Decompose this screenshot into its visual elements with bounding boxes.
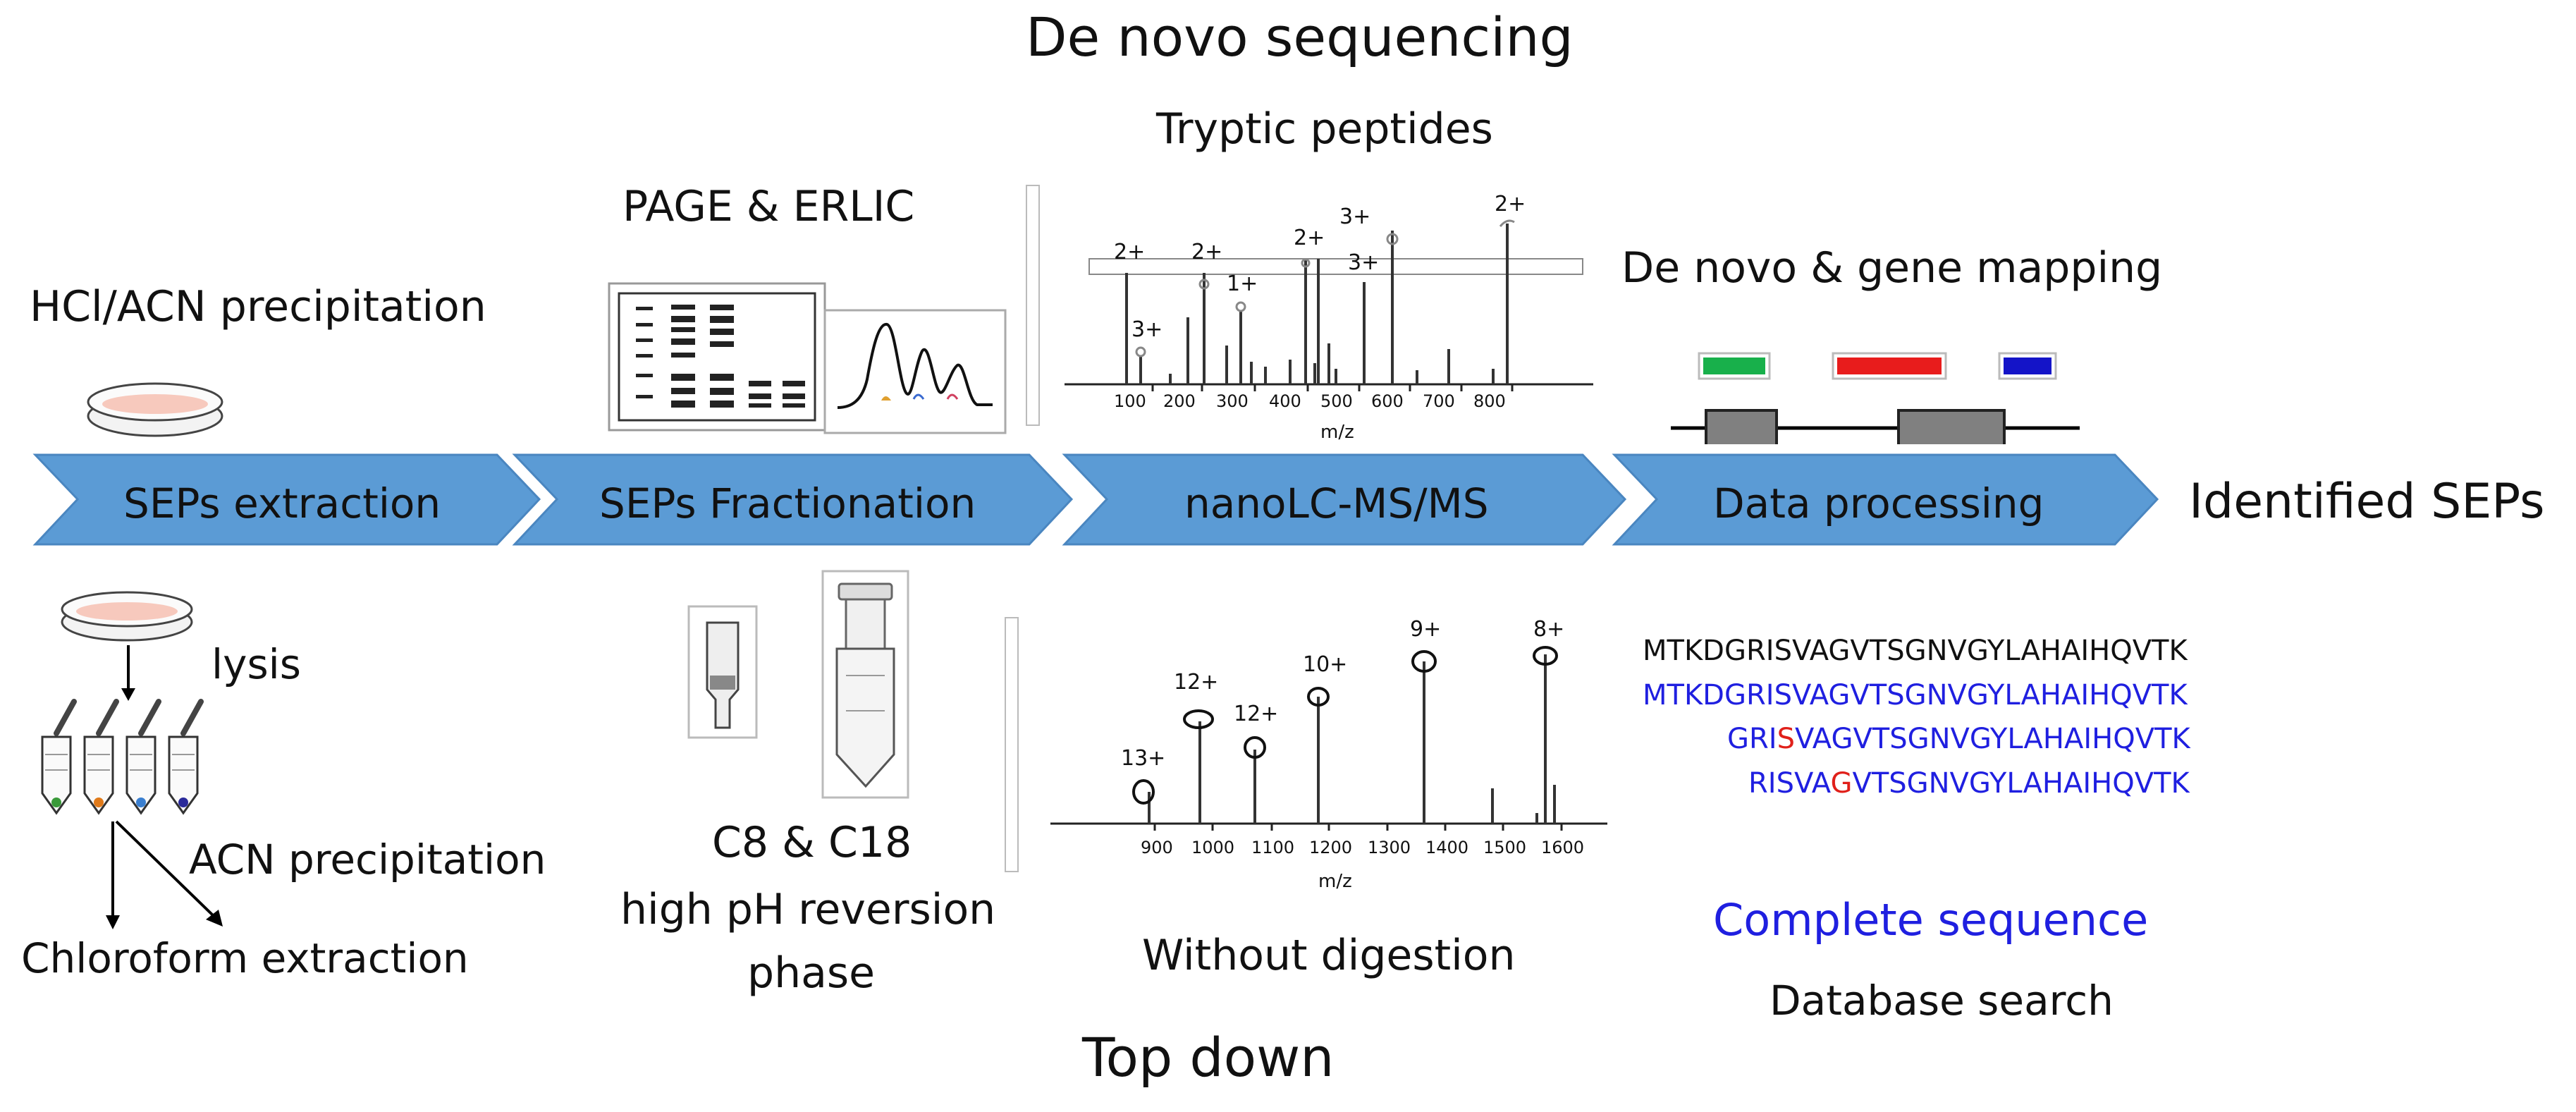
topdown-peak-label: 13+ (1121, 746, 1166, 771)
tryptic-xtick: 600 (1371, 391, 1404, 411)
stage-arrow-nanolc (1062, 453, 1627, 546)
tryptic-xtick: 100 (1114, 391, 1146, 411)
petri-dish-icon (87, 382, 223, 437)
tryptic-peak-label: 2+ (1294, 226, 1325, 250)
topdown-peak-label: 9+ (1410, 617, 1442, 642)
stage-arrow-fractionation (512, 453, 1074, 546)
gene-mapping-icon (1671, 352, 2080, 444)
gel-image-icon (608, 282, 826, 432)
topdown-xtick: 1500 (1483, 838, 1527, 857)
hcl-acn-label: HCl/ACN precipitation (30, 282, 486, 331)
without-digestion-label: Without digestion (1142, 931, 1516, 980)
topdown-peak-label: 10+ (1303, 652, 1348, 677)
sequence-match-1: MTKDGRISVAGVTSGNVGYLAHAIHQVTK (1643, 679, 2188, 711)
tryptic-xtick: 700 (1423, 391, 1455, 411)
sequence-fragment: GRI (1727, 723, 1777, 755)
topdown-xtick: 1600 (1541, 838, 1585, 857)
output-label: Identified SEPs (2189, 474, 2545, 530)
tryptic-xtick: 300 (1216, 391, 1249, 411)
stage-label-fractionation: SEPs Fractionation (599, 479, 976, 527)
erlic-chromatogram-icon (823, 309, 1007, 434)
topdown-xtick: 1100 (1251, 838, 1295, 857)
tryptic-peak-label: 2+ (1495, 192, 1526, 216)
topdown-peak-label: 8+ (1533, 617, 1565, 642)
database-search-label: Database search (1770, 977, 2114, 1025)
topdown-xtick: 1200 (1309, 838, 1353, 857)
sequence-reference: MTKDGRISVAGVTSGNVGYLAHAIHQVTK (1643, 635, 2188, 667)
tryptic-peak-label: 2+ (1191, 240, 1223, 264)
chloroform-extraction-label: Chloroform extraction (21, 934, 469, 982)
tryptic-xtick: 500 (1320, 391, 1353, 411)
topdown-peak-label: 12+ (1234, 702, 1279, 726)
sequence-fragment: VAGVTSGNVGYLAHAIHQVTK (1794, 723, 2190, 755)
tryptic-peak-label: 3+ (1131, 317, 1163, 342)
denovo-gene-mapping-label: De novo & gene mapping (1621, 243, 2163, 293)
top-title: De novo sequencing (1026, 6, 1574, 68)
sequence-fragment: VTSGNVGYLAHAIHQVTK (1852, 767, 2190, 800)
high-ph-label: high pH reversion (620, 885, 996, 934)
stage-arrow-extraction (32, 453, 541, 546)
lysis-workflow-icon (41, 591, 223, 929)
c18-tube-icon (821, 570, 909, 799)
topdown-xtick: 1000 (1191, 838, 1235, 857)
tryptic-xtick: 800 (1473, 391, 1506, 411)
tryptic-peak-label: 3+ (1348, 250, 1380, 275)
bottom-title: Top down (1082, 1026, 1335, 1089)
sequence-fragment: RISVA (1748, 767, 1831, 800)
sequence-match-2: GRISVAGVTSGNVGYLAHAIHQVTK (1727, 723, 2190, 755)
tryptic-spectrum (1026, 185, 1593, 426)
topdown-xlabel: m/z (1318, 871, 1352, 892)
mutation-residue: G (1830, 767, 1853, 800)
phase-label: phase (747, 948, 876, 998)
tryptic-xtick: 400 (1269, 391, 1301, 411)
page-erlic-label: PAGE & ERLIC (622, 182, 915, 231)
sequence-match-3: RISVAGVTSGNVGYLAHAIHQVTK (1748, 767, 2190, 800)
tryptic-peak-label: 3+ (1339, 204, 1371, 229)
stage-arrow-processing (1612, 453, 2159, 546)
acn-precipitation-label: ACN precipitation (189, 836, 546, 884)
complete-sequence-label: Complete sequence (1713, 894, 2149, 946)
lysis-label: lysis (211, 640, 301, 688)
tryptic-xtick: 200 (1163, 391, 1196, 411)
stage-label-extraction: SEPs extraction (123, 479, 441, 527)
tryptic-peak-label: 2+ (1114, 240, 1146, 264)
topdown-xtick: 1400 (1425, 838, 1469, 857)
stage-label-nanolc: nanoLC-MS/MS (1184, 479, 1489, 527)
topdown-spectrum (1005, 617, 1607, 872)
tryptic-xlabel: m/z (1320, 422, 1354, 443)
topdown-peak-label: 12+ (1174, 670, 1219, 695)
topdown-xtick: 1300 (1368, 838, 1411, 857)
stage-label-processing: Data processing (1713, 479, 2044, 527)
c8-c18-label: C8 & C18 (712, 818, 912, 867)
mutation-residue: S (1777, 723, 1795, 755)
topdown-xtick: 900 (1141, 838, 1173, 857)
tryptic-peak-label: 1+ (1227, 271, 1258, 296)
tryptic-peptides-label: Tryptic peptides (1156, 104, 1493, 154)
c8-cartridge-icon (687, 605, 758, 739)
